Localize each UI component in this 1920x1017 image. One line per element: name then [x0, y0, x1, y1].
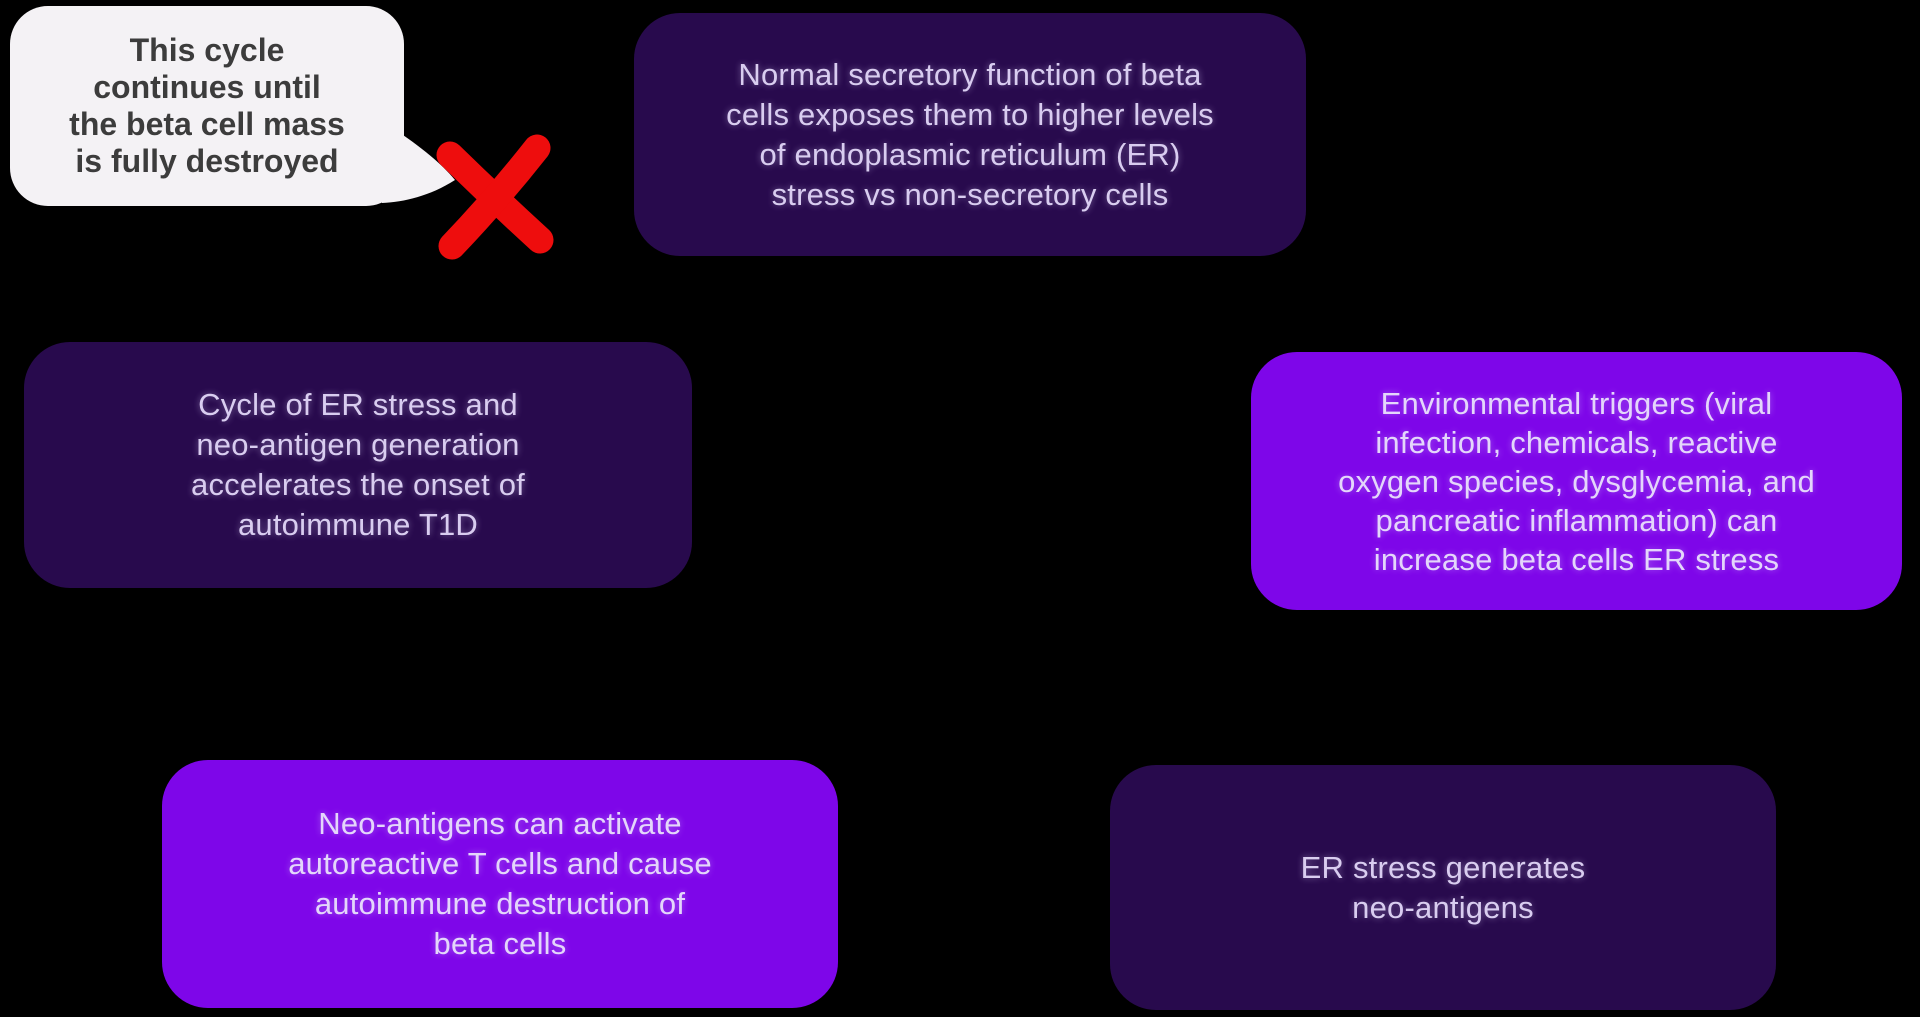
node-er-stress-generates: ER stress generates neo-antigens [1110, 765, 1776, 1010]
node-er-stress-text: ER stress generates neo-antigens [1300, 849, 1586, 925]
node-environmental-triggers: Environmental triggers (viral infection,… [1251, 352, 1902, 610]
speech-bubble: This cycle continues until the beta cell… [10, 6, 404, 206]
node-cycle-accelerates-t1d: Cycle of ER stress and neo-antigen gener… [24, 342, 692, 588]
speech-bubble-text: This cycle continues until the beta cell… [69, 32, 345, 179]
bubble-tail-icon [382, 122, 455, 203]
node-neo-antigens-activate: Neo-antigens can activate autoreactive T… [162, 760, 838, 1008]
node-environmental-triggers-text: Environmental triggers (viral infection,… [1338, 385, 1815, 577]
node-normal-secretory-function: Normal secretory function of beta cells … [634, 13, 1306, 256]
bubble-tail-and-x-overlay [382, 122, 554, 260]
node-cycle-accelerates-text: Cycle of ER stress and neo-antigen gener… [191, 387, 525, 542]
red-x-icon [438, 134, 551, 260]
node-neo-antigens-text: Neo-antigens can activate autoreactive T… [288, 806, 712, 961]
node-normal-secretory-text: Normal secretory function of beta cells … [726, 56, 1214, 212]
